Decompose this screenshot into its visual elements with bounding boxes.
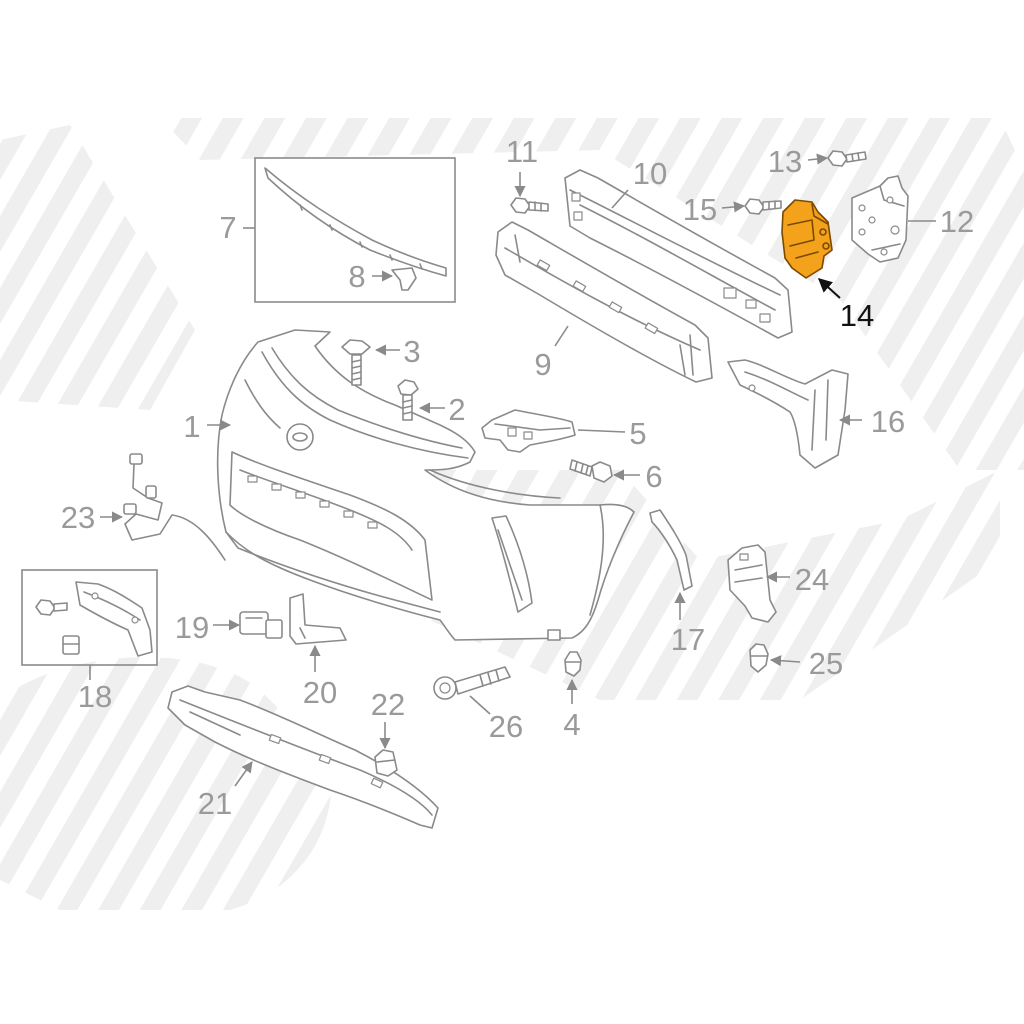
callout-label-12: 12 [940, 204, 974, 239]
reinforcement-beam-part-10 [564, 169, 793, 339]
callout-label-16: 16 [871, 404, 905, 439]
leader-line-15 [721, 201, 746, 213]
tow-hook-part-26 [433, 666, 511, 700]
clip-part-22 [374, 749, 398, 777]
bracket-part-12 [851, 175, 909, 263]
l-bracket-part-20 [289, 593, 347, 645]
bolt-part-11 [510, 197, 549, 214]
leader-line-10 [611, 189, 629, 209]
callout-labels: 1 2 3 4 5 6 7 8 9 10 11 12 13 14 15 16 1… [61, 134, 974, 821]
highlighted-bracket-part-14 [781, 199, 833, 279]
leader-line-14 [817, 278, 841, 299]
callout-label-18: 18 [78, 679, 112, 714]
bolt-part-2 [397, 379, 419, 421]
clip-part-8 [391, 267, 417, 291]
callout-label-2: 2 [448, 392, 465, 427]
callout-label-17: 17 [671, 622, 705, 657]
callout-label-6: 6 [645, 459, 662, 494]
callout-label-8: 8 [348, 259, 365, 294]
under-cover-part-21 [167, 685, 439, 829]
side-strip-part-17 [649, 509, 693, 591]
leader-lines [89, 153, 936, 787]
bolt-part-6 [569, 459, 613, 483]
bolt-part-15 [744, 198, 782, 215]
callout-label-21: 21 [198, 786, 232, 821]
group-box-7-8 [254, 157, 456, 303]
leader-line-13 [807, 153, 829, 165]
callout-label-3: 3 [403, 334, 420, 369]
callout-label-26: 26 [489, 709, 523, 744]
callout-label-19: 19 [175, 610, 209, 645]
leader-line-21 [234, 761, 253, 787]
side-retainer-part-24 [727, 544, 777, 623]
callout-label-5: 5 [629, 416, 646, 451]
leader-line-25 [769, 655, 801, 667]
callout-label-9: 9 [534, 347, 551, 382]
leader-line-9 [554, 325, 569, 347]
bolt-part-13 [827, 150, 867, 167]
bumper-cover-part [216, 329, 635, 641]
energy-absorber-part-9 [495, 221, 713, 383]
wire-harness-part-23 [123, 453, 226, 561]
trim-strip-part-7 [264, 167, 447, 277]
leader-line-5 [577, 429, 626, 433]
plate-bracket-kit-part-18 [35, 581, 153, 657]
callout-label-4: 4 [563, 707, 580, 742]
connector-clip-part-19 [239, 611, 283, 639]
leader-line-26 [469, 695, 491, 715]
callout-label-11: 11 [506, 134, 538, 169]
callout-label-7: 7 [219, 210, 236, 245]
callout-label-20: 20 [303, 675, 337, 710]
bracket-part-5 [481, 409, 576, 453]
callout-label-1: 1 [183, 409, 200, 444]
callout-label-13: 13 [768, 144, 802, 179]
callout-label-24: 24 [795, 562, 829, 597]
callout-label-10: 10 [633, 156, 667, 191]
callout-label-23: 23 [61, 500, 95, 535]
callout-label-22: 22 [371, 687, 405, 722]
bolt-part-3 [341, 339, 371, 386]
callout-label-25: 25 [809, 646, 843, 681]
side-bracket-part-16 [727, 359, 849, 469]
clip-part-25 [749, 643, 769, 673]
clip-part-4 [564, 651, 582, 677]
callout-label-14: 14 [840, 298, 874, 333]
callout-label-15: 15 [683, 192, 717, 227]
